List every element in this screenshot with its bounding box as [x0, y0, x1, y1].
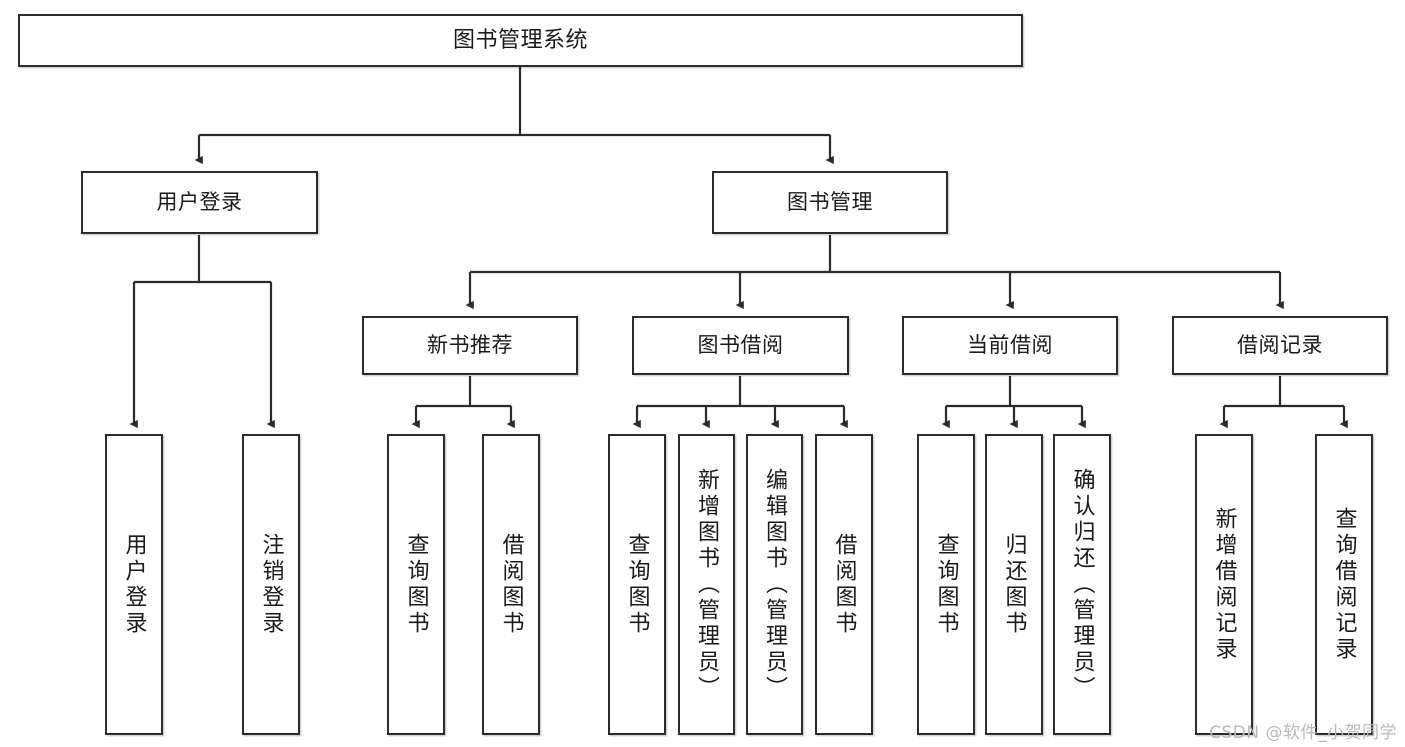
node-leaf-edit-book-label: 编辑图书（管理员） — [762, 467, 788, 702]
node-leaf-query-book-3-label: 查询图书 — [933, 532, 959, 637]
node-leaf-query-book-2-label: 查询图书 — [624, 532, 650, 637]
node-book-management-label: 图书管理 — [787, 190, 873, 215]
node-leaf-borrow-book-1[interactable]: 借阅图书 — [482, 434, 540, 735]
node-leaf-user-login[interactable]: 用户登录 — [105, 434, 163, 735]
csdn-watermark: CSDN @软件_小贺同学 — [1209, 723, 1397, 743]
node-leaf-query-record-label: 查询借阅记录 — [1331, 506, 1357, 663]
node-leaf-query-book-2[interactable]: 查询图书 — [608, 434, 666, 735]
node-leaf-confirm-return[interactable]: 确认归还（管理员） — [1053, 434, 1111, 735]
node-leaf-add-book[interactable]: 新增图书（管理员） — [678, 434, 735, 735]
node-current-borrow-label: 当前借阅 — [967, 333, 1053, 358]
node-leaf-add-record[interactable]: 新增借阅记录 — [1195, 434, 1253, 735]
node-leaf-query-book-3[interactable]: 查询图书 — [917, 434, 975, 735]
node-leaf-logout-login-label: 注销登录 — [258, 532, 284, 637]
node-user-login-label: 用户登录 — [156, 190, 243, 215]
node-book-borrow-label: 图书借阅 — [697, 333, 784, 358]
node-leaf-return-book[interactable]: 归还图书 — [985, 434, 1043, 735]
node-leaf-add-book-label: 新增图书（管理员） — [694, 467, 720, 702]
node-leaf-query-book-1[interactable]: 查询图书 — [387, 434, 445, 735]
node-book-borrow[interactable]: 图书借阅 — [632, 316, 849, 375]
node-leaf-borrow-book-2[interactable]: 借阅图书 — [815, 434, 873, 735]
node-leaf-return-book-label: 归还图书 — [1001, 532, 1027, 637]
node-leaf-user-login-label: 用户登录 — [121, 532, 147, 637]
node-borrow-record[interactable]: 借阅记录 — [1172, 316, 1388, 375]
node-new-book-recommend[interactable]: 新书推荐 — [362, 316, 578, 375]
node-user-login[interactable]: 用户登录 — [81, 171, 318, 234]
node-leaf-borrow-book-2-label: 借阅图书 — [831, 532, 857, 637]
node-book-management[interactable]: 图书管理 — [712, 171, 948, 234]
node-leaf-confirm-return-label: 确认归还（管理员） — [1069, 467, 1095, 702]
node-current-borrow[interactable]: 当前借阅 — [902, 316, 1118, 375]
node-leaf-query-book-1-label: 查询图书 — [403, 532, 429, 637]
node-leaf-logout-login[interactable]: 注销登录 — [242, 434, 300, 735]
node-root[interactable]: 图书管理系统 — [18, 14, 1023, 67]
node-root-label: 图书管理系统 — [452, 27, 588, 53]
node-leaf-add-record-label: 新增借阅记录 — [1211, 506, 1237, 663]
node-leaf-edit-book[interactable]: 编辑图书（管理员） — [746, 434, 803, 735]
node-leaf-borrow-book-1-label: 借阅图书 — [498, 532, 524, 637]
node-new-book-recommend-label: 新书推荐 — [427, 333, 513, 358]
node-leaf-query-record[interactable]: 查询借阅记录 — [1315, 434, 1373, 735]
node-borrow-record-label: 借阅记录 — [1237, 333, 1323, 358]
